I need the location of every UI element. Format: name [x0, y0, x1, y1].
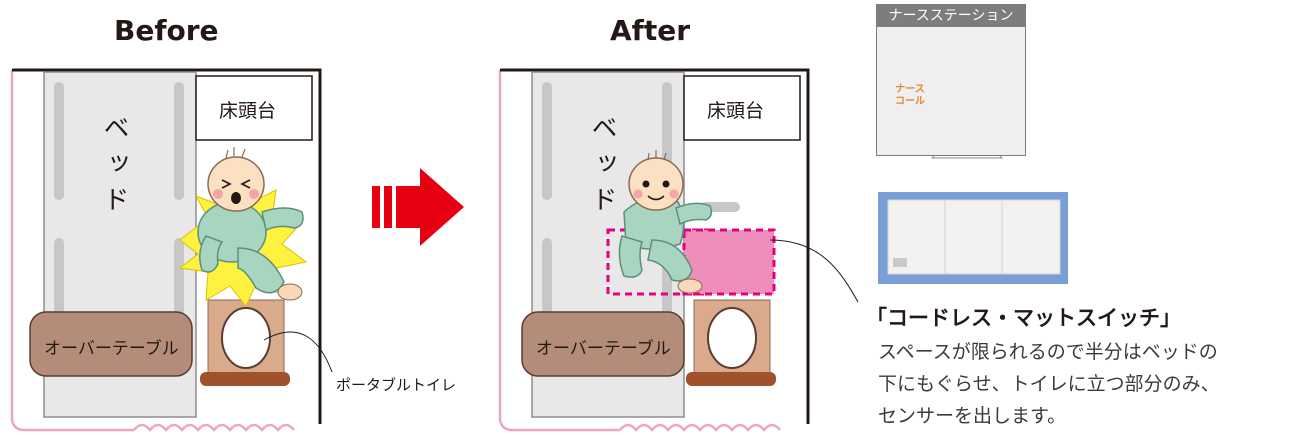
before-patient	[197, 147, 304, 301]
description-line: スペースが限られるので半分はベッドの	[878, 341, 1218, 363]
after-heading: After	[610, 14, 691, 47]
before-room-floor-wave	[133, 423, 295, 432]
before-nightstand-label: 床頭台	[219, 100, 277, 122]
after-overbed-table	[521, 311, 685, 377]
after-room-floor-wave	[619, 423, 781, 432]
description-line: 下にもぐらせ、トイレに立つ部分のみ、	[878, 373, 1220, 395]
nurse-station-header: ナースステーション	[877, 5, 1025, 27]
before-heading: Before	[114, 14, 219, 47]
after-nightstand	[683, 75, 801, 141]
nurse-call-label: ナース コール	[895, 84, 925, 107]
before-after-arrow	[372, 168, 464, 246]
before-bed-label: ベッド	[99, 114, 129, 222]
description-line: センサーを出します。	[878, 405, 1067, 427]
product-description: スペースが限られるので半分はベッドの 下にもぐらせ、トイレに立つ部分のみ、 セン…	[878, 336, 1220, 432]
after-wall-top	[500, 68, 810, 424]
before-room	[10, 68, 333, 432]
before-overbed-table-label: オーバーテーブル	[44, 339, 179, 359]
product-title: 「コードレス・マットスイッチ」	[866, 306, 1181, 330]
after-room-wall	[498, 70, 620, 432]
nurse-station-box: ナースステーション	[876, 4, 1026, 156]
before-overbed-table	[29, 311, 193, 377]
before-room-wall	[10, 70, 134, 432]
after-patient	[618, 150, 713, 294]
portable-toilet-label: ポータブルトイレ	[336, 376, 457, 394]
before-nightstand	[195, 75, 313, 141]
mat-switch-photo	[878, 192, 1068, 284]
after-room	[498, 68, 859, 432]
after-overbed-table-label: オーバーテーブル	[536, 339, 671, 359]
after-nightstand-label: 床頭台	[707, 100, 765, 122]
before-wall-top	[12, 68, 322, 424]
after-bed-label: ベッド	[587, 114, 617, 222]
